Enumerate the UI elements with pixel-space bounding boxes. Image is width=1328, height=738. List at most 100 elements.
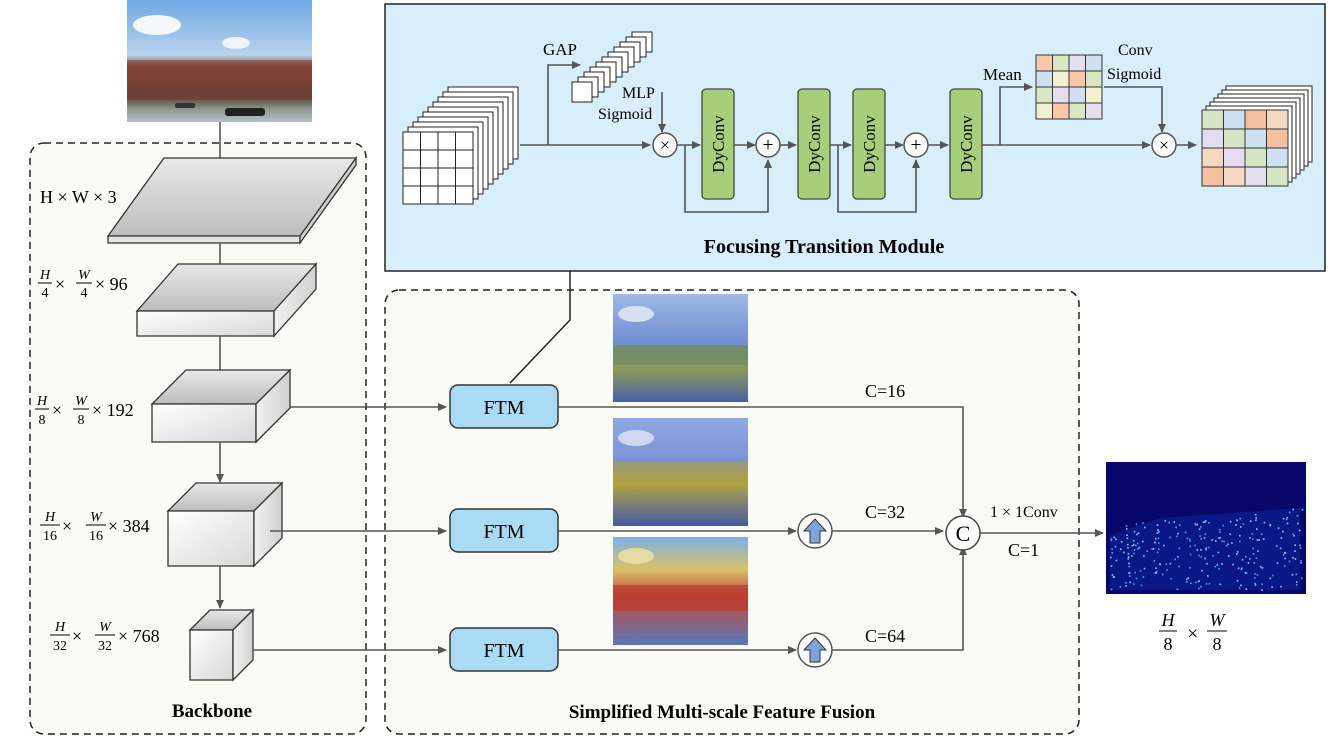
dyconv-label-1: DyConv <box>709 115 728 173</box>
backbone-title: Backbone <box>172 701 252 722</box>
decor-shape <box>1271 586 1273 588</box>
decor-shape <box>571 81 593 103</box>
skip-line-1 <box>684 145 772 213</box>
decor-shape <box>1211 539 1213 541</box>
decor-shape <box>1255 557 1258 559</box>
decor-shape <box>1236 519 1238 522</box>
heatmap-3 <box>613 537 748 645</box>
decor-shape <box>1113 536 1116 539</box>
decor-shape <box>1197 580 1200 583</box>
decor-shape <box>1201 147 1224 168</box>
decor-shape <box>1085 54 1103 72</box>
decor-shape <box>1253 562 1256 564</box>
decor-shape <box>1231 542 1233 544</box>
fraction-numerator: H <box>39 268 51 283</box>
decor-shape <box>1131 545 1134 547</box>
stage2-shape-label: H 4 × W 4 × 96 <box>38 268 128 301</box>
decor-shape <box>1128 562 1130 565</box>
decor-shape <box>1125 525 1128 527</box>
decor-shape <box>1295 581 1298 583</box>
decor-shape <box>420 185 439 205</box>
times-sign: × <box>1187 623 1198 645</box>
fraction-denominator: 8 <box>39 413 46 428</box>
decor-shape <box>1201 166 1224 187</box>
decor-shape <box>1200 585 1202 588</box>
decor-shape <box>437 167 456 187</box>
decor-shape <box>1130 555 1133 557</box>
decor-shape <box>1178 547 1181 550</box>
decor-shape <box>1052 54 1070 72</box>
decor-shape <box>1143 555 1145 557</box>
decor-shape <box>1254 573 1256 575</box>
decor-shape <box>1269 524 1271 527</box>
decor-shape <box>1186 581 1188 583</box>
decor-shape <box>1114 545 1117 548</box>
decor-shape <box>1206 562 1208 565</box>
decor-shape <box>1158 548 1160 551</box>
skip-line-2 <box>837 145 920 213</box>
decor-shape <box>1269 577 1272 580</box>
decor-shape <box>402 167 421 187</box>
fraction-numerator: W <box>75 394 88 409</box>
decor-shape <box>1293 535 1295 537</box>
decor-shape <box>1244 166 1267 187</box>
decor-shape <box>1156 570 1158 573</box>
decor-shape <box>1218 528 1221 531</box>
decor-shape <box>1175 526 1177 529</box>
fraction-numerator: W <box>90 510 103 525</box>
decor-shape <box>455 185 474 205</box>
decor-shape <box>1276 562 1279 564</box>
decor-shape <box>1297 522 1299 525</box>
decor-shape <box>1137 548 1139 550</box>
decor-shape <box>1215 540 1217 542</box>
decor-shape <box>1119 548 1122 550</box>
decor-shape <box>1085 102 1103 120</box>
decor-shape <box>1155 567 1157 569</box>
ftm-output-feature-stack <box>1201 85 1313 187</box>
decor-shape <box>1245 588 1248 590</box>
decor-shape <box>420 149 439 169</box>
decor-shape <box>1261 583 1263 585</box>
output-shape-label: H 8 × W 8 <box>1159 610 1227 654</box>
decor-shape <box>1200 556 1203 558</box>
mean-attention-map <box>1035 54 1103 120</box>
decor-shape <box>1292 557 1294 559</box>
decor-shape <box>1249 558 1251 560</box>
decor-shape <box>1222 524 1224 527</box>
decor-shape <box>1218 568 1220 570</box>
decor-shape <box>1085 70 1103 88</box>
decor-shape <box>1282 517 1285 520</box>
decor-shape <box>1284 557 1286 560</box>
decor-shape <box>1207 546 1210 549</box>
dyconv-block-1 <box>701 88 735 200</box>
fraction-denominator: 16 <box>89 529 103 544</box>
decor-shape <box>1184 531 1187 534</box>
decor-shape <box>1153 541 1156 544</box>
decor-shape <box>1128 572 1131 574</box>
decor-shape <box>1188 538 1191 540</box>
decor-shape <box>1142 540 1144 543</box>
decor-shape <box>1179 524 1181 526</box>
decor-shape <box>1252 547 1254 550</box>
decor-shape <box>1159 563 1161 566</box>
decor-shape <box>1068 70 1086 88</box>
decor-shape <box>1068 102 1086 120</box>
decor-shape <box>1225 544 1228 547</box>
mean-label: Mean <box>983 65 1022 84</box>
decor-shape <box>1127 546 1129 549</box>
decor-shape <box>1164 520 1167 522</box>
decor-shape <box>1163 544 1165 547</box>
decor-shape <box>1244 147 1267 168</box>
decor-shape <box>1223 128 1246 149</box>
gap-vector-stack <box>571 31 653 103</box>
decor-shape <box>1133 530 1136 533</box>
decor-shape <box>1282 530 1284 533</box>
decor-shape <box>1161 573 1164 576</box>
decor-shape <box>1186 578 1188 581</box>
decor-shape <box>1229 533 1232 536</box>
decor-shape <box>1126 534 1128 536</box>
decor-shape <box>1247 562 1250 564</box>
decor-shape <box>1142 522 1144 524</box>
decor-shape <box>437 185 456 205</box>
dyconv-block-2 <box>797 88 831 200</box>
